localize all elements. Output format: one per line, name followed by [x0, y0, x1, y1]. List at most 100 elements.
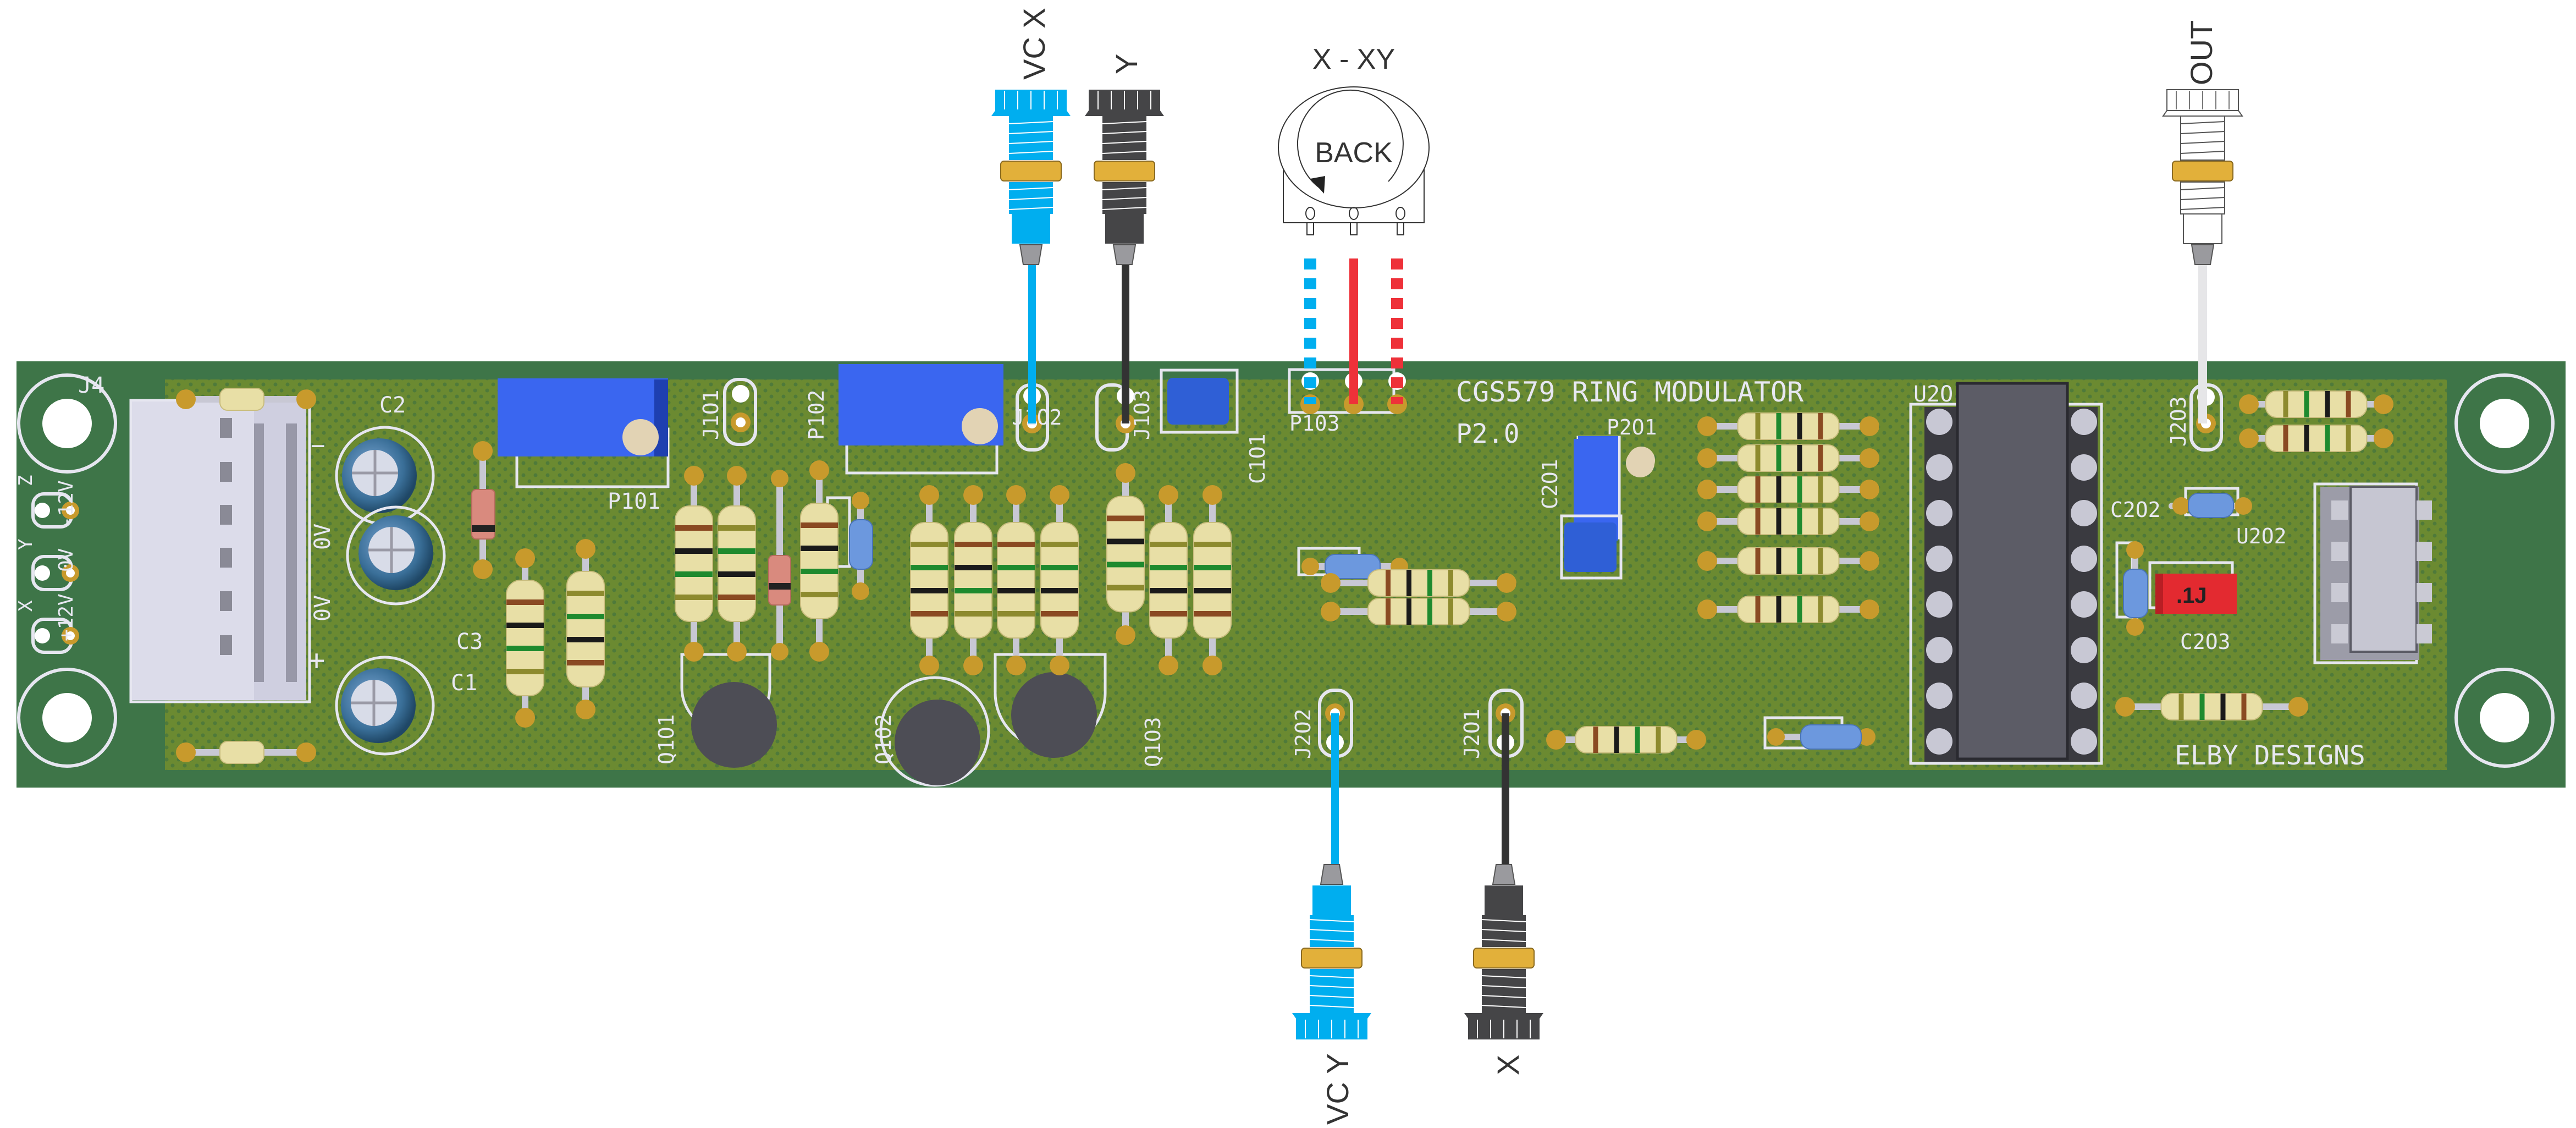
- ceramic-cap: [1297, 547, 1408, 579]
- ic-u201: [1909, 382, 2103, 765]
- board-version: P2.0: [1456, 419, 1520, 449]
- pcb-board: Z Y X +12V 0V -12V J4: [15, 361, 2566, 788]
- board-title: CGS579 RING MODULATOR: [1456, 376, 1804, 408]
- ref-j202: J2O2: [1291, 708, 1315, 759]
- film-cap-c201: [1560, 514, 1623, 580]
- resistor: [910, 485, 948, 675]
- ref-p101: P101: [608, 489, 660, 514]
- ref-c2: C2: [379, 393, 406, 418]
- transistor-q103: [994, 653, 1107, 758]
- pin-label-plus12v: +12V: [55, 593, 78, 641]
- vertical-resistors: [506, 460, 1232, 728]
- maker-label: ELBY DESIGNS: [2175, 740, 2365, 771]
- pin-label-0v: 0V: [55, 548, 78, 572]
- jack-vcx: [991, 90, 1071, 265]
- resistor: [1321, 569, 1516, 597]
- jack-label-vcx: VC X: [1017, 8, 1051, 80]
- ic-u202: [2313, 482, 2432, 664]
- resistor: [997, 485, 1035, 675]
- header-j101: [723, 378, 757, 446]
- resistor: [176, 388, 316, 411]
- resistor: [954, 485, 992, 675]
- pot-label: X - XY: [1312, 43, 1395, 75]
- resistor: [1697, 596, 1879, 623]
- resistor: [1697, 476, 1879, 503]
- film-cap-c203: [2148, 561, 2237, 614]
- resistor: [1697, 547, 1879, 575]
- resistor: [2239, 390, 2393, 418]
- mounting-hole-bottom-right: [2454, 668, 2555, 768]
- header-label-y: Y: [15, 539, 37, 550]
- polarity-0v-upper: 0V: [310, 524, 335, 550]
- ref-c3: C3: [456, 629, 483, 654]
- transistor-q102: [879, 676, 990, 787]
- rotation-arrow-icon: [1310, 176, 1325, 194]
- diode: [471, 441, 495, 579]
- ceramic-cap: [1763, 716, 1876, 750]
- resistor: [1697, 412, 1879, 440]
- transistor-q101: [680, 653, 777, 768]
- jack-out: [2162, 89, 2243, 265]
- electrolytic-cap-c2: [335, 426, 435, 526]
- electrolytic-cap-c1: [335, 656, 435, 756]
- ref-u201: U2O: [1913, 382, 1953, 407]
- ref-q103: Q1O3: [1141, 717, 1165, 767]
- ref-j101: J1O1: [699, 389, 723, 440]
- ref-q102: Q1O2: [871, 714, 896, 764]
- ref-j103: J1O3: [1130, 389, 1154, 440]
- polarity-minus: −: [311, 432, 326, 460]
- panel-jacks: [991, 89, 2243, 1039]
- resistor: [1106, 463, 1145, 645]
- jack-label-x: X: [1491, 1055, 1525, 1075]
- pin-label-minus12v: -12V: [55, 480, 78, 528]
- resistor: [566, 539, 605, 719]
- ref-j203: J2O3: [2166, 396, 2191, 447]
- ref-c202: C2O2: [2110, 498, 2161, 522]
- polarity-0v-lower: 0V: [310, 595, 335, 621]
- ref-j201: J2O1: [1460, 708, 1484, 759]
- ref-c201: C2O1: [1538, 459, 1562, 509]
- potentiometer-x-xy: [1278, 86, 1430, 235]
- diode: [768, 470, 791, 661]
- resistor: [2115, 693, 2308, 720]
- ref-c101: C1O1: [1245, 433, 1270, 484]
- trimmer-p102: [839, 364, 1003, 475]
- jack-label-out: OUT: [2184, 20, 2219, 85]
- jack-y: [1085, 90, 1164, 265]
- resistor: [176, 741, 316, 764]
- resistor: [675, 466, 713, 662]
- ceramic-cap: [2115, 541, 2148, 636]
- power-connector-j4: [129, 399, 311, 703]
- ref-p102: P102: [804, 389, 829, 440]
- wires: [1028, 258, 2207, 874]
- pot-face-text: BACK: [1315, 137, 1393, 169]
- ref-c1: C1: [451, 670, 477, 696]
- jack-x: [1464, 864, 1543, 1039]
- ref-j102: J1O2: [1012, 405, 1062, 430]
- jack-vcy: [1292, 864, 1371, 1039]
- ref-c203: C2O3: [2180, 630, 2231, 654]
- mounting-hole-top-right: [2454, 373, 2555, 474]
- c203-marking: .1J: [2176, 584, 2207, 608]
- trimmer-p201-screw: [1626, 449, 1654, 477]
- mounting-hole-top-left: [17, 373, 117, 474]
- ref-u202: U2O2: [2236, 524, 2287, 548]
- resistor: [2239, 425, 2393, 452]
- ref-q101: Q1O1: [654, 714, 679, 764]
- resistor: [1321, 598, 1516, 625]
- resistor: [1697, 444, 1879, 472]
- resistor: [1193, 485, 1232, 675]
- jack-label-vcy: VC Y: [1320, 1053, 1355, 1125]
- jack-label-y: Y: [1109, 54, 1144, 74]
- electrolytic-cap-c3: [346, 505, 446, 606]
- resistor: [1149, 485, 1188, 675]
- ceramic-cap-c202: [2169, 487, 2252, 518]
- resistor: [1546, 726, 1706, 753]
- polarity-plus: +: [308, 644, 325, 677]
- ref-p201: P2O1: [1607, 415, 1657, 439]
- resistor: [1040, 485, 1079, 675]
- horizontal-resistors: [1321, 390, 2393, 753]
- film-cap-c101: [1160, 368, 1239, 434]
- header-label-x: X: [15, 600, 37, 612]
